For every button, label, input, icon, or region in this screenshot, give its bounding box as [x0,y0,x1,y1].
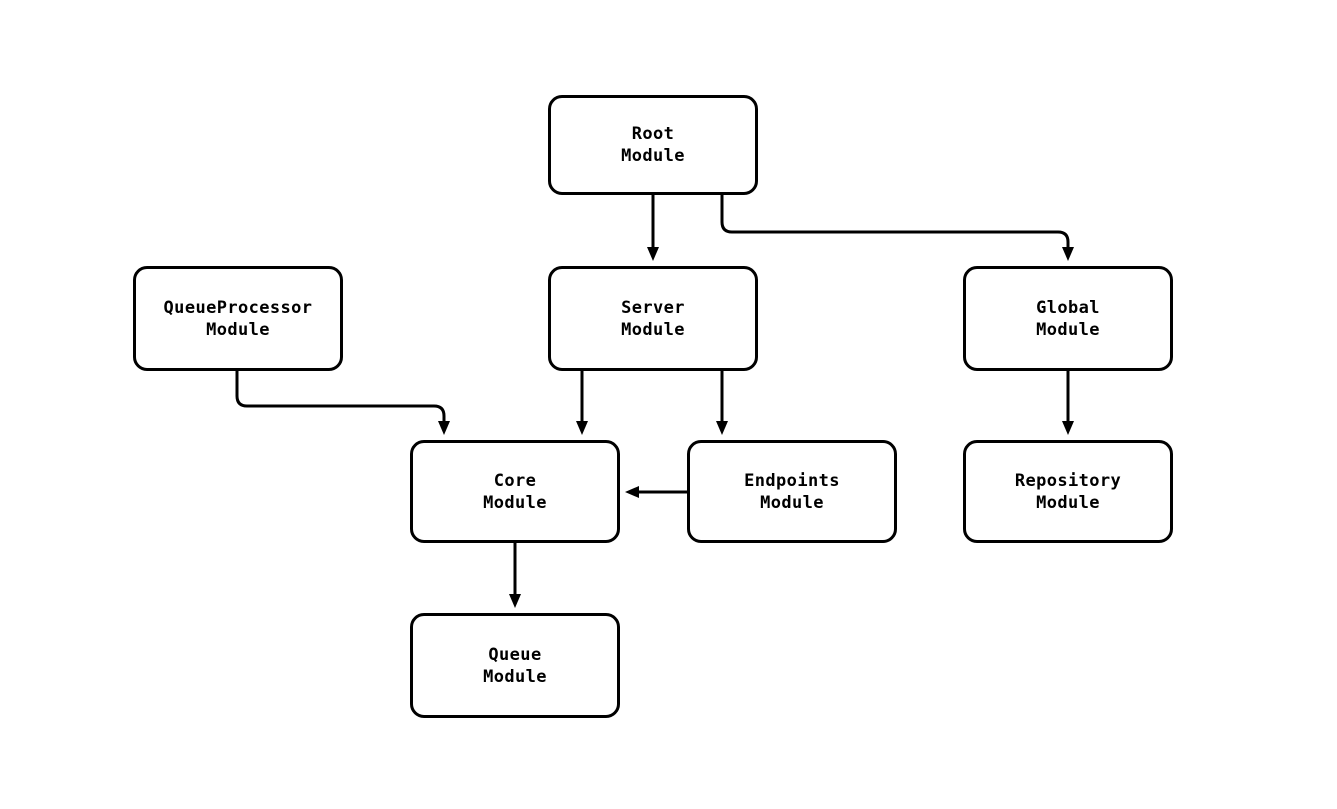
node-server-module[interactable]: Server Module [548,266,758,371]
node-endpoints-module-label-line1: Endpoints [744,470,840,491]
node-queue-module-label-line1: Queue [488,644,542,665]
node-queue-module-label-line2: Module [483,666,547,687]
node-global-module-label-line1: Global [1036,297,1100,318]
node-queue-module[interactable]: Queue Module [410,613,620,718]
node-queueprocessor-module[interactable]: QueueProcessor Module [133,266,343,371]
node-repository-module-label-line2: Module [1036,492,1100,513]
edge-root-to-global [720,195,1074,261]
node-root-module[interactable]: Root Module [548,95,758,195]
node-root-module-label-line1: Root [631,124,675,144]
node-core-module-label-line1: Core [493,470,537,491]
node-server-module-label-line1: Server [621,297,685,318]
node-global-module-label-line2: Module [1036,319,1100,340]
edge-queueprocessor-to-core [235,371,450,435]
node-queueprocessor-module-label-line2: Module [206,319,270,340]
node-repository-module-label-line1: Repository [1014,470,1122,491]
node-core-module[interactable]: Core Module [410,440,620,543]
node-endpoints-module-label-line2: Module [760,492,824,513]
node-repository-module[interactable]: Repository Module [963,440,1173,543]
node-root-module-label-line2: Module [621,146,685,166]
node-core-module-label-line2: Module [483,492,547,513]
node-queueprocessor-module-label-line1: QueueProcessor [163,297,313,318]
node-endpoints-module[interactable]: Endpoints Module [687,440,897,543]
node-server-module-label-line2: Module [621,319,685,340]
node-global-module[interactable]: Global Module [963,266,1173,371]
